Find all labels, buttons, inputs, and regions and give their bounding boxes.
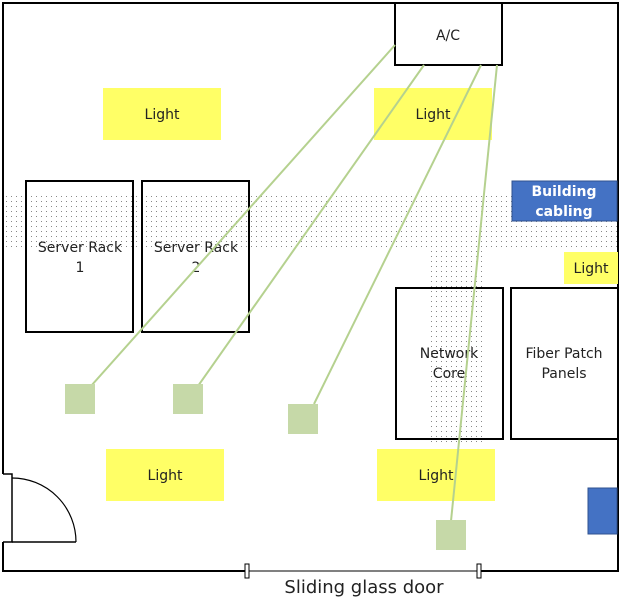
sliding-door-post-right (476, 563, 482, 579)
door-frame (3, 473, 13, 543)
building-cabling-label-2: cabling (535, 204, 592, 220)
vent-1 (65, 384, 95, 414)
ac-duct-2 (197, 64, 425, 387)
light-top-left (103, 88, 221, 140)
light-label: Light (419, 468, 454, 484)
sliding-door-label: Sliding glass door (284, 577, 444, 598)
fiber-patch-label-1: Fiber Patch (525, 346, 602, 362)
vent-3 (288, 404, 318, 434)
ac-duct-3 (313, 64, 482, 405)
light-label: Light (148, 468, 183, 484)
light-bottom-left (106, 449, 224, 501)
vent-2 (173, 384, 203, 414)
blue-panel (587, 487, 618, 535)
light-right-side (564, 252, 618, 284)
sliding-door-post-left (244, 563, 250, 579)
vent-4 (436, 520, 466, 550)
ac-duct-1 (90, 44, 396, 387)
light-label: Light (145, 107, 180, 123)
light-label: Light (574, 261, 609, 277)
ac-label: A/C (436, 28, 460, 44)
light-label: Light (416, 107, 451, 123)
ac-duct-4 (450, 64, 498, 522)
network-core-label-1: Network (420, 346, 479, 362)
door-opening (0, 474, 8, 542)
network-core-label-2: Core (433, 366, 465, 382)
server-rack-1 (25, 180, 134, 333)
server-rack-2-label: Server Rack (154, 240, 239, 256)
server-rack-1-label: Server Rack (38, 240, 123, 256)
fiber-patch-panels (510, 287, 619, 440)
light-bottom-right (377, 449, 495, 501)
door-swing-arc (11, 477, 77, 543)
building-cabling-box (511, 180, 618, 222)
fiber-patch-label-2: Panels (541, 366, 586, 382)
server-rack-1-number: 1 (76, 260, 85, 276)
network-core (395, 287, 504, 440)
light-top-right (374, 88, 492, 140)
ac-unit (394, 2, 503, 66)
building-cabling-label-1: Building (531, 184, 596, 200)
server-rack-2 (141, 180, 250, 333)
